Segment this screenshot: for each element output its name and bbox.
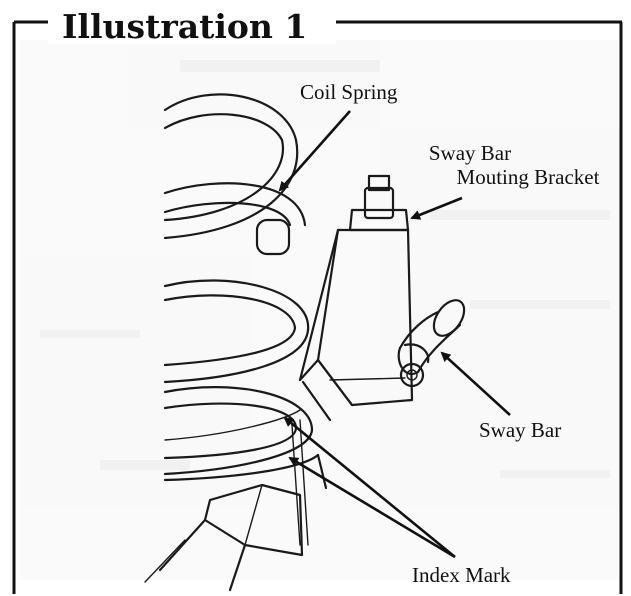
sway-bar-label: Sway Bar: [479, 418, 561, 442]
sway-bar-bracket-label-line1: Sway Bar: [429, 141, 511, 165]
sway-bar-bracket-label-line2: Mouting Bracket: [457, 165, 600, 189]
illustration-title: Illustration 1: [62, 7, 307, 46]
index-mark-label: Index Mark: [412, 563, 511, 587]
background-texture: [20, 40, 620, 580]
coil-spring-label: Coil Spring: [300, 80, 398, 104]
